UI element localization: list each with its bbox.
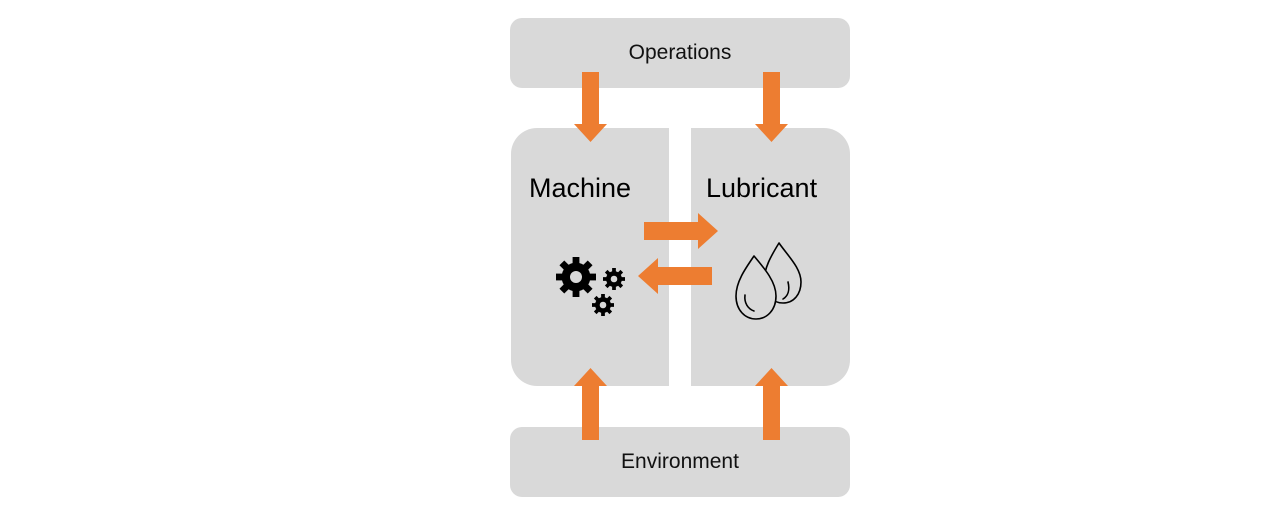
arrow-operations-to-machine — [574, 72, 607, 142]
operations-box: Operations — [510, 18, 850, 88]
machine-label: Machine — [529, 173, 632, 203]
operations-label: Operations — [628, 41, 732, 64]
arrow-machine-to-lubricant — [644, 213, 718, 249]
environment-label: Environment — [621, 450, 739, 473]
environment-box: Environment — [510, 427, 850, 497]
arrow-environment-to-lubricant — [755, 368, 788, 440]
arrow-environment-to-machine — [574, 368, 607, 440]
arrow-lubricant-to-machine — [638, 258, 712, 294]
lubricant-label: Lubricant — [706, 173, 818, 203]
arrow-operations-to-lubricant — [755, 72, 788, 142]
oil-drops-icon — [735, 242, 802, 320]
gears-icon — [556, 257, 625, 316]
machine-box: Machine — [511, 128, 669, 386]
